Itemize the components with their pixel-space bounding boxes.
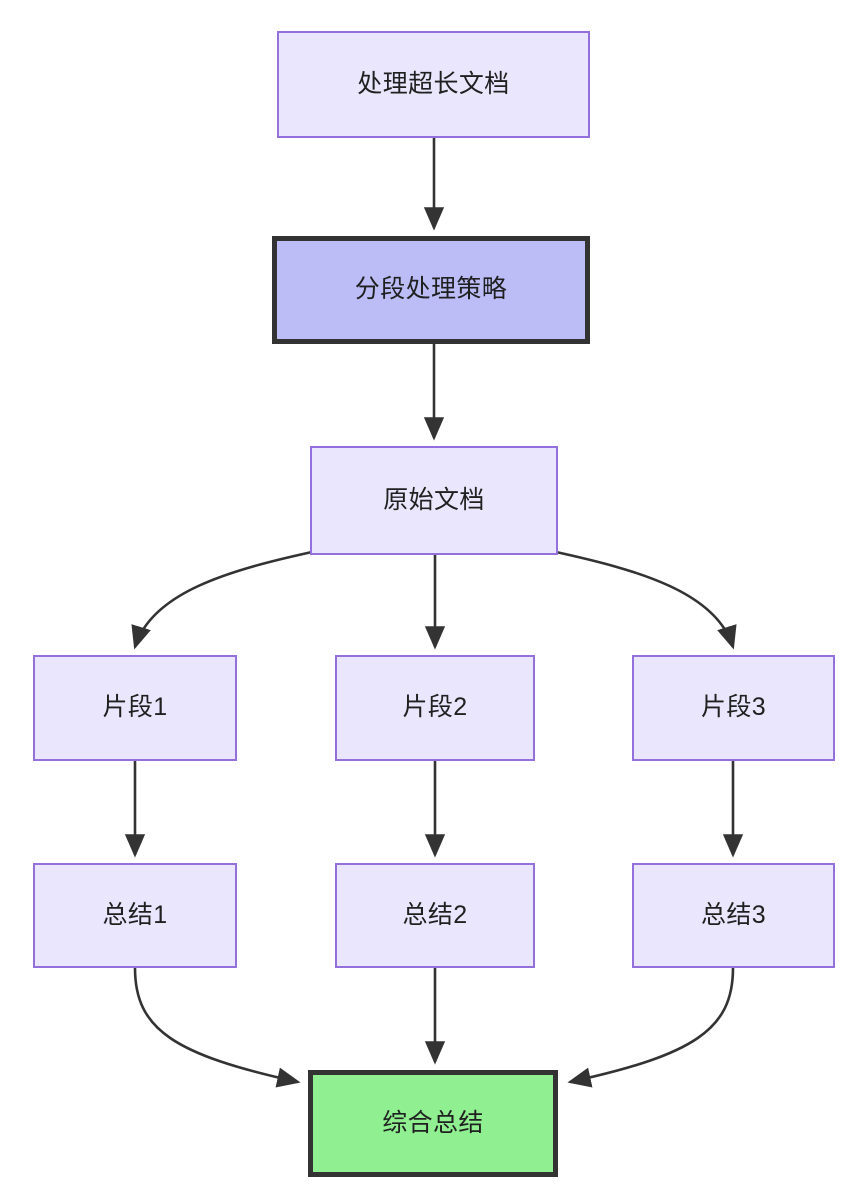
node-fragment-2[interactable]: 片段2 [335, 655, 535, 761]
node-process-long-document[interactable]: 处理超长文档 [277, 31, 590, 138]
node-label: 片段2 [402, 693, 468, 722]
node-summary-3[interactable]: 总结3 [632, 863, 835, 968]
node-fragment-1[interactable]: 片段1 [33, 655, 237, 761]
node-summary-1[interactable]: 总结1 [33, 863, 237, 968]
node-fragment-3[interactable]: 片段3 [632, 655, 835, 761]
node-label: 原始文档 [383, 485, 485, 514]
node-original-document[interactable]: 原始文档 [310, 446, 558, 555]
edge-E1-F [133, 967, 301, 1088]
node-final-summary[interactable]: 综合总结 [308, 1070, 558, 1177]
node-label: 总结2 [402, 900, 468, 929]
node-summary-2[interactable]: 总结2 [335, 863, 535, 968]
node-label: 分段处理策略 [354, 275, 508, 304]
node-label: 总结1 [102, 900, 168, 929]
node-label: 综合总结 [382, 1108, 484, 1137]
edge-C-D1 [131, 550, 313, 650]
edge-E3-F [567, 967, 735, 1088]
node-label: 片段1 [102, 693, 168, 722]
node-chunking-strategy[interactable]: 分段处理策略 [272, 236, 590, 344]
edge-C-D3 [555, 550, 737, 650]
node-label: 片段3 [700, 693, 767, 722]
node-label: 总结3 [700, 900, 767, 929]
node-label: 处理超长文档 [357, 69, 510, 98]
